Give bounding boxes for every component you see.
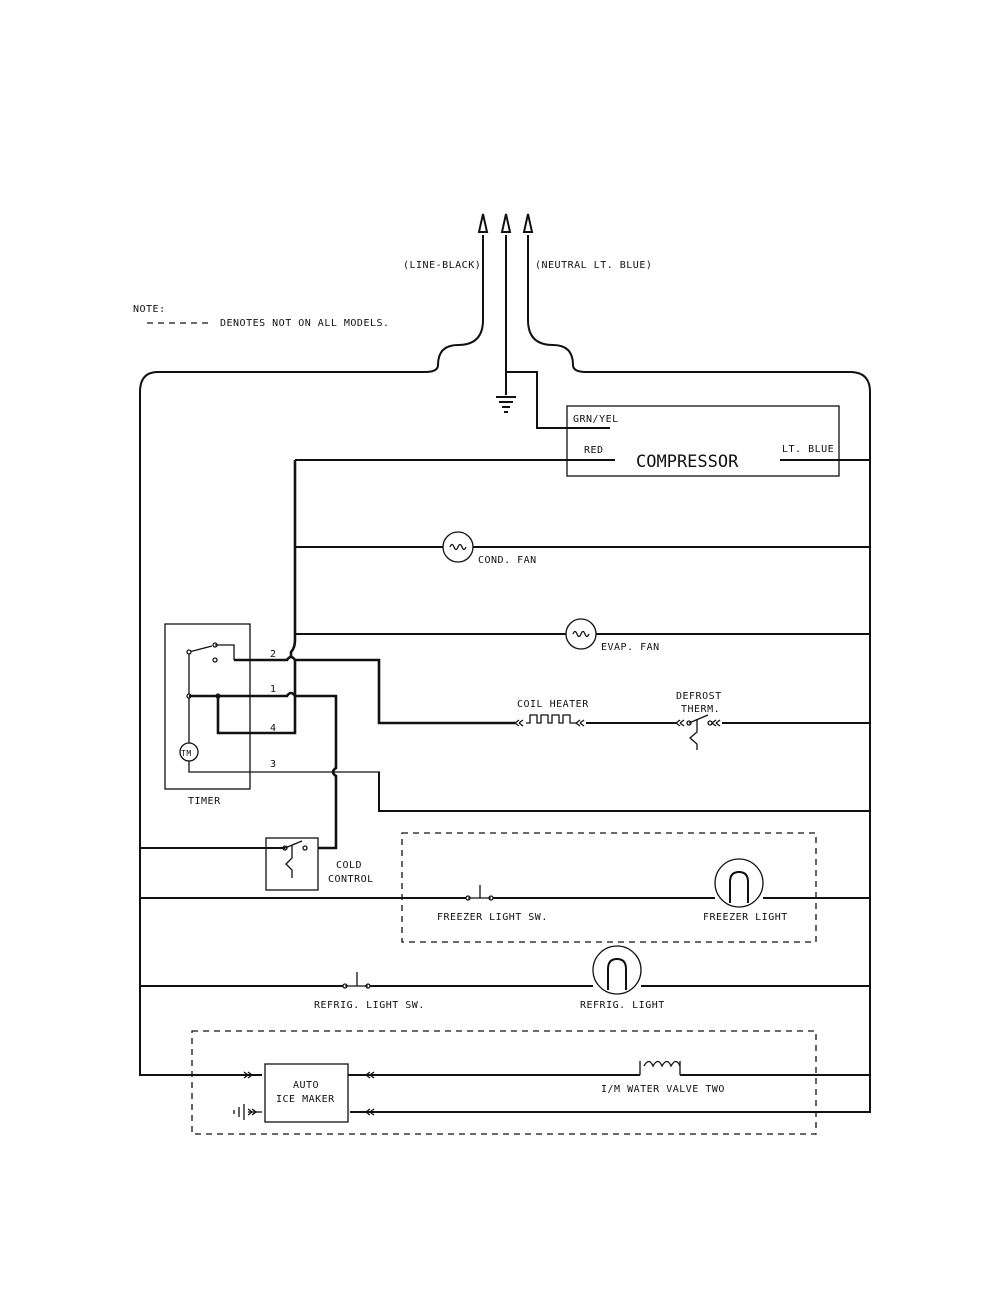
grn-yel-label: GRN/YEL	[573, 414, 619, 425]
terminal-2-label: 2	[270, 649, 277, 660]
freezer-light-switch-icon	[465, 885, 494, 901]
ice-maker-optional-box	[191, 1030, 817, 1135]
ground-icon	[496, 396, 516, 413]
coil-heater-label: COIL HEATER	[517, 699, 589, 710]
neutral-label: (NEUTRAL LT. BLUE)	[535, 260, 652, 271]
evap-fan-label: EVAP. FAN	[601, 642, 660, 653]
connector-icon	[365, 1071, 375, 1079]
lt-blue-label: LT. BLUE	[782, 444, 834, 455]
water-valve-label: I/M WATER VALVE TWO	[601, 1084, 725, 1095]
water-valve-coil-icon	[639, 1060, 681, 1075]
freezer-light-sw-label: FREEZER LIGHT SW.	[437, 912, 548, 923]
terminal-4-label: 4	[270, 723, 277, 734]
line-label: (LINE-BLACK)	[403, 260, 481, 271]
coil-heater-icon	[514, 714, 585, 727]
freezer-light-icon	[714, 858, 764, 908]
auto-label: AUTO	[293, 1080, 319, 1091]
terminal-1-label: 1	[270, 684, 277, 695]
compressor: GRN/YEL RED COMPRESSOR LT. BLUE	[566, 405, 840, 477]
terminal-3-label: 3	[270, 759, 277, 770]
therm-label: THERM.	[681, 704, 720, 715]
connector-icon	[365, 1108, 375, 1116]
compressor-label: COMPRESSOR	[636, 452, 739, 472]
refrig-light-icon	[592, 945, 642, 995]
timer-label: TIMER	[188, 796, 221, 807]
refrig-light-label: REFRIG. LIGHT	[580, 1000, 665, 1011]
note-text: DENOTES NOT ON ALL MODELS.	[220, 318, 390, 329]
ice-maker-ground-icon	[233, 1104, 262, 1120]
refrig-light-sw-label: REFRIG. LIGHT SW.	[314, 1000, 425, 1011]
freezer-light-label: FREEZER LIGHT	[703, 912, 788, 923]
cond-fan-label: COND. FAN	[478, 555, 537, 566]
cold-control	[265, 837, 319, 891]
connector-icon	[243, 1071, 253, 1079]
evap-fan-icon	[565, 618, 597, 650]
note-title: NOTE:	[133, 304, 166, 315]
red-label: RED	[584, 445, 604, 456]
ice-maker-label: ICE MAKER	[276, 1094, 335, 1105]
power-cord	[139, 213, 871, 1113]
auto-ice-maker: AUTO ICE MAKER	[264, 1063, 349, 1123]
cold-label: COLD	[336, 860, 362, 871]
tm-label: TM	[181, 749, 192, 758]
freezer-light-optional-box	[401, 832, 817, 943]
cond-fan-icon	[442, 531, 474, 563]
defrost-label: DEFROST	[676, 691, 722, 702]
defrost-therm-icon	[675, 714, 721, 750]
refrig-light-switch-icon	[342, 972, 371, 989]
control-label: CONTROL	[328, 874, 374, 885]
